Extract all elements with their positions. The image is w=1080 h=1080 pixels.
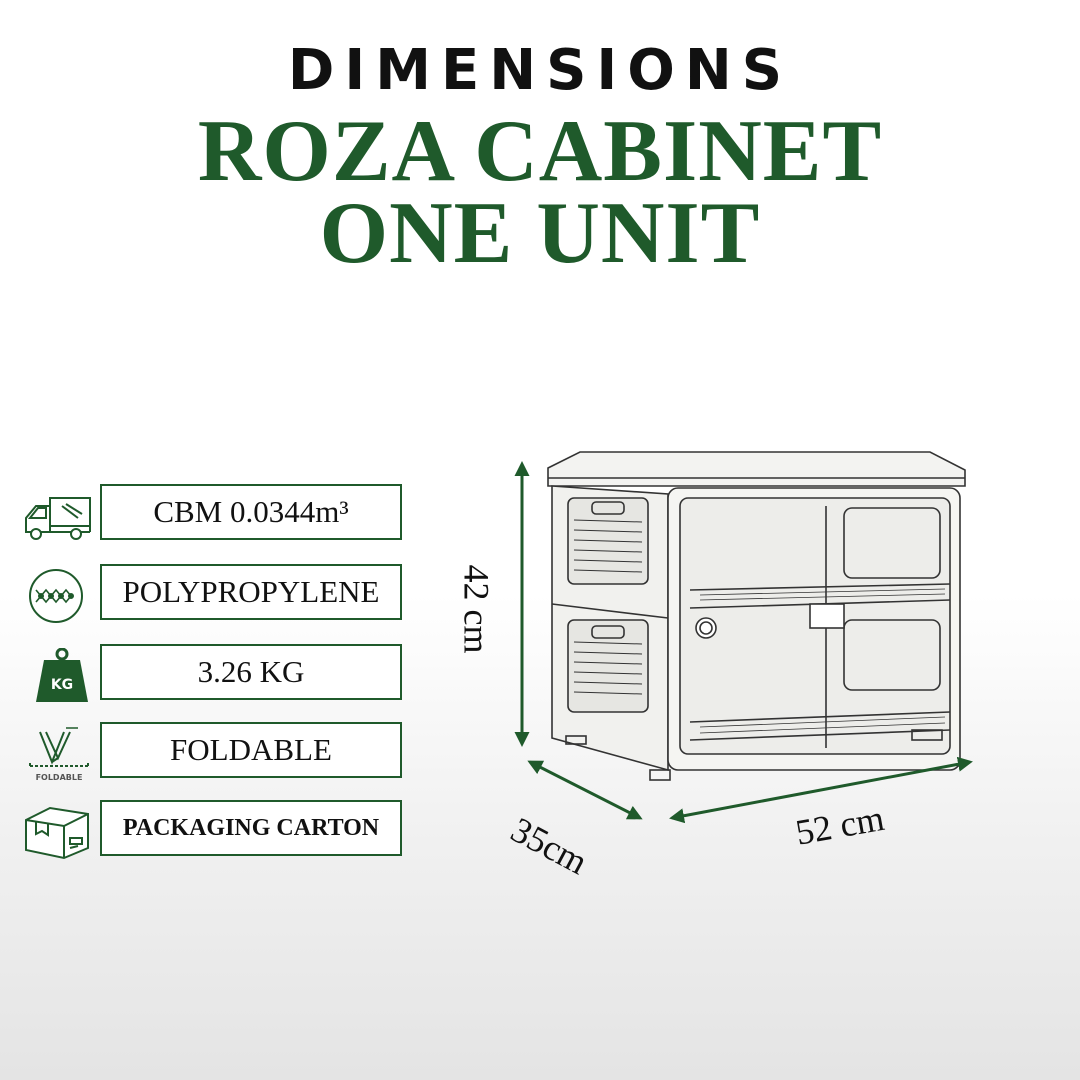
svg-text:KG: KG [51, 677, 73, 693]
cabinet-illustration [514, 451, 973, 824]
spec-cbm: CBM 0.0344m³ [100, 484, 402, 540]
page-heading: DIMENSIONS [287, 38, 793, 103]
width-arrow [669, 756, 973, 824]
depth-arrow [527, 760, 643, 820]
spec-row-cbm: CBM 0.0344m³ [22, 484, 412, 546]
spec-row-foldable: FOLDABLE FOLDABLE [22, 722, 412, 784]
weight-kg-icon: KG [22, 647, 94, 704]
product-title-line2: ONE UNIT [319, 185, 761, 282]
foldable-icon: FOLDABLE [22, 726, 94, 782]
spec-row-material: POLYPROPYLENE [22, 564, 412, 626]
spec-packaging: PACKAGING CARTON [100, 800, 402, 856]
spec-foldable: FOLDABLE [100, 722, 402, 778]
spec-row-weight: KG 3.26 KG [22, 644, 412, 706]
height-label: 42 cm [456, 564, 497, 654]
packaging-box-icon [22, 804, 94, 860]
spec-material: POLYPROPYLENE [100, 564, 402, 620]
spec-row-packaging: PACKAGING CARTON [22, 800, 412, 862]
delivery-truck-icon [22, 488, 94, 544]
polymer-molecule-icon [22, 568, 94, 624]
product-title-line1: ROZA CABINET [197, 103, 883, 200]
spec-weight: 3.26 KG [100, 644, 402, 700]
svg-text:FOLDABLE: FOLDABLE [36, 773, 83, 782]
